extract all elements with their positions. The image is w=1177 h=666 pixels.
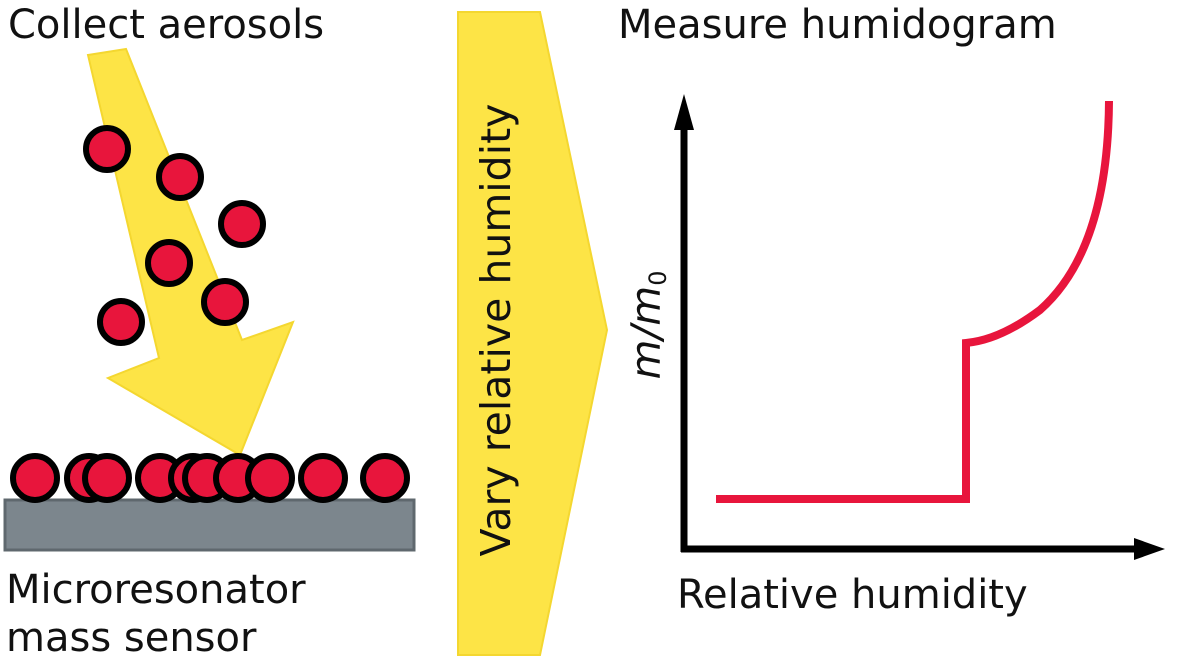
y-axis-label-main: m/m <box>622 285 670 380</box>
microresonator-plate-icon <box>3 498 416 552</box>
aerosol-particle-icon <box>298 453 348 503</box>
step-measure-label: Measure humidogram <box>618 2 1057 48</box>
aerosol-particle-icon <box>218 200 266 248</box>
process-arrow-icon <box>457 11 609 656</box>
sensor-caption: Microresonator mass sensor <box>6 566 306 662</box>
collection-arrow-icon <box>86 47 295 457</box>
aerosol-particle-icon <box>245 453 295 503</box>
y-axis-arrowhead-icon <box>674 94 694 130</box>
aerosol-particle-icon <box>360 453 410 503</box>
y-axis-label-subscript: 0 <box>644 270 672 286</box>
sensor-caption-line1: Microresonator <box>6 567 306 613</box>
sensor-caption-line2: mass sensor <box>6 615 257 661</box>
aerosol-particle-icon <box>156 153 204 201</box>
humidogram-curve <box>716 100 1113 503</box>
aerosol-particle-icon <box>145 239 193 287</box>
aerosol-particle-icon <box>82 453 132 503</box>
step-collect-label: Collect aerosols <box>8 2 325 48</box>
y-axis-label: m/m0 <box>622 270 681 380</box>
falling-particles <box>83 125 266 346</box>
aerosol-particle-icon <box>201 278 249 326</box>
x-axis-arrowhead-icon <box>1134 538 1165 560</box>
aerosol-particle-icon <box>97 298 145 346</box>
step-vary-label: Vary relative humidity <box>472 103 520 557</box>
aerosol-particle-icon <box>10 453 60 503</box>
humidogram-axes <box>674 94 1165 560</box>
aerosol-particle-icon <box>83 125 131 173</box>
x-axis-label: Relative humidity <box>677 572 1028 618</box>
deposited-particles <box>10 453 410 503</box>
